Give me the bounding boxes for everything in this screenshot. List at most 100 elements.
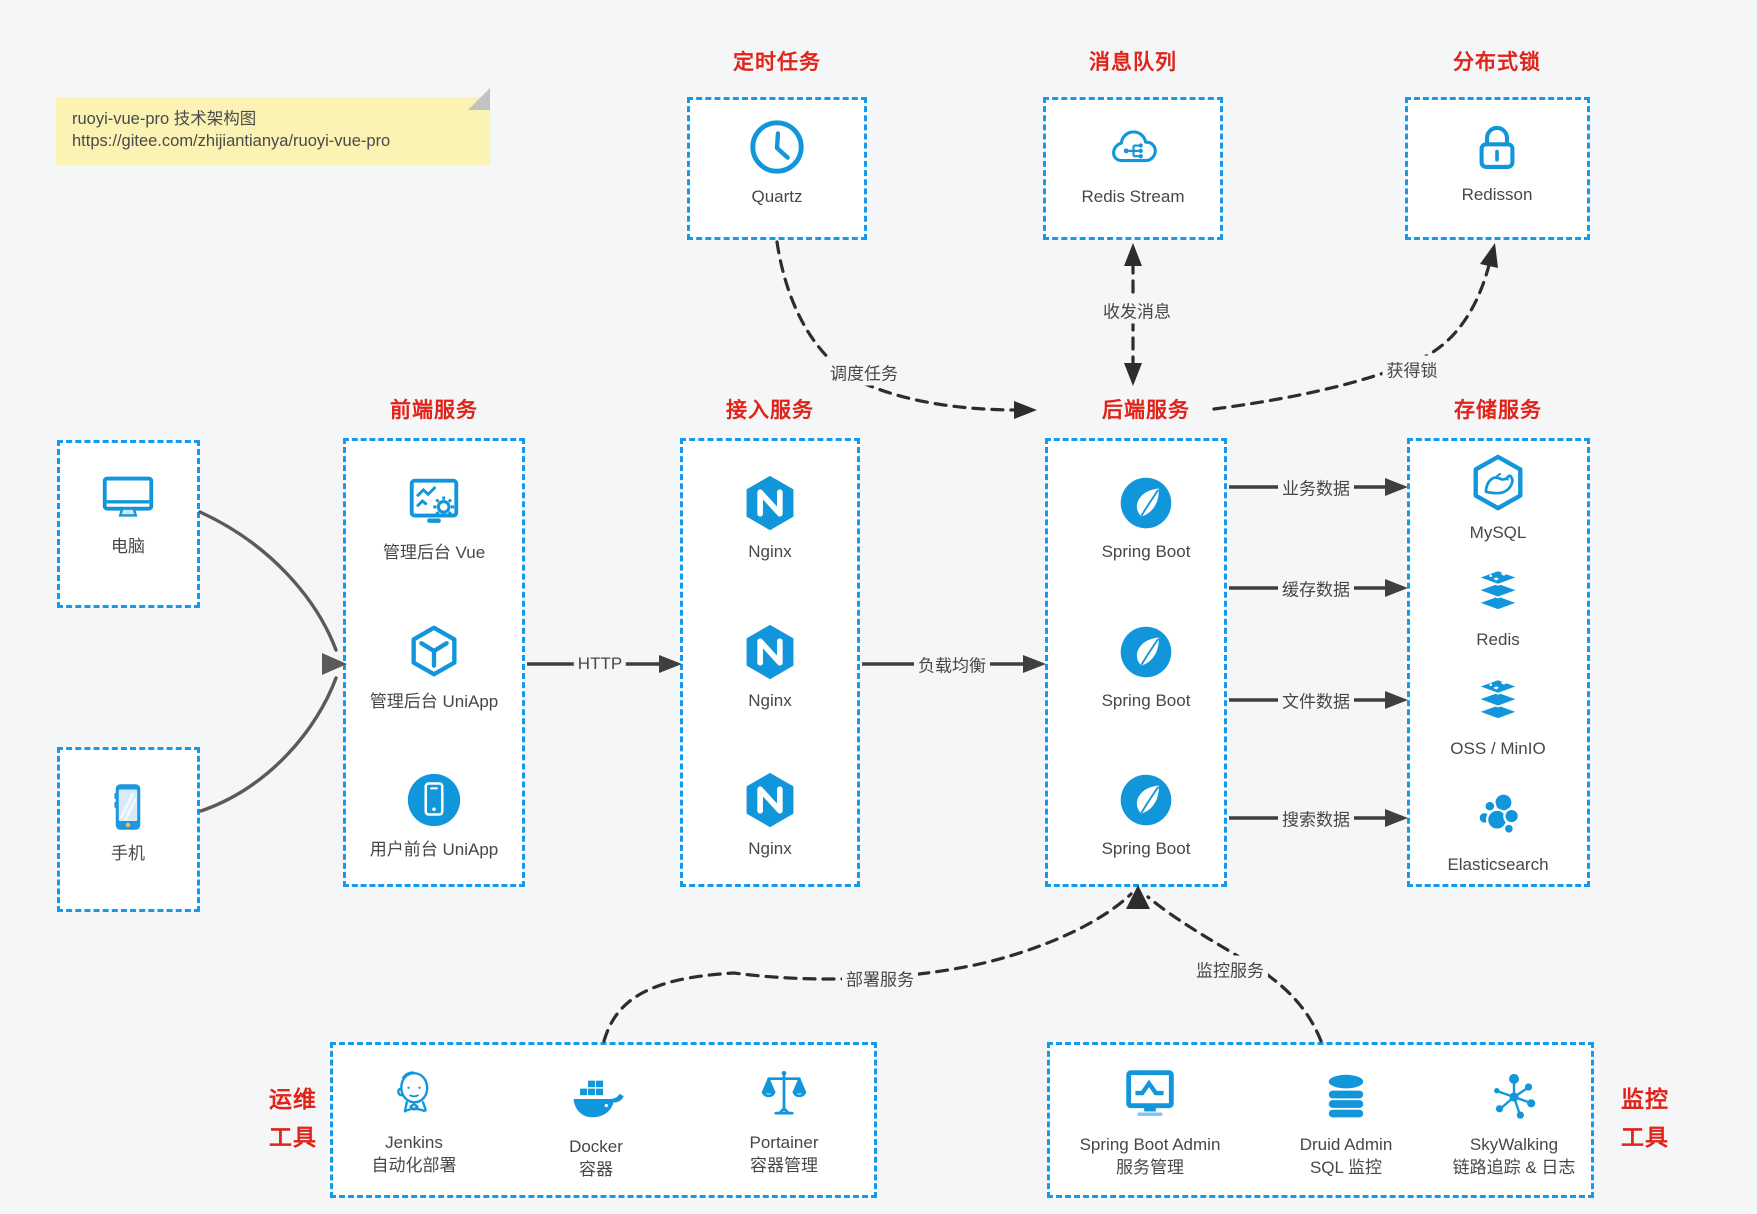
section-title-storage: 存储服务: [1454, 399, 1542, 422]
node-uniapp-admin: 管理后台 UniApp: [339, 621, 529, 713]
node-label: OSS / MinIO: [1450, 739, 1546, 758]
node-mysql: MySQL: [1403, 452, 1593, 544]
node-label: 电脑: [111, 537, 145, 556]
sticky-note: ruoyi-vue-pro 技术架构图 https://gitee.com/zh…: [56, 88, 490, 165]
edge-label-deploy: 部署服务: [842, 964, 918, 992]
spring-boot-icon: [1120, 774, 1172, 826]
node-label: Nginx: [748, 542, 792, 561]
node-portainer: Portainer 容器管理: [689, 1066, 879, 1177]
phone-to-frontend-curve: [199, 676, 338, 813]
spring-boot-icon: [1120, 626, 1172, 678]
node-label: SkyWalking 链路追踪 & 日志: [1452, 1135, 1576, 1177]
edge-label-http: HTTP: [573, 653, 627, 675]
spring-boot-admin-icon: [1126, 1070, 1174, 1116]
nginx-icon: [746, 772, 794, 828]
edge-label-file-data: 文件数据: [1278, 686, 1354, 714]
node-vue-admin: 管理后台 Vue: [339, 472, 529, 564]
node-oss: OSS / MinIO: [1403, 672, 1593, 760]
node-label: MySQL: [1469, 523, 1527, 542]
node-nginx-2: Nginx: [675, 622, 865, 712]
section-title-mq: 消息队列: [1089, 51, 1177, 74]
node-springboot-1: Spring Boot: [1051, 473, 1241, 563]
druid-icon: [1328, 1074, 1364, 1118]
mysql-icon: [1473, 454, 1523, 511]
edge-label-lb: 负载均衡: [914, 650, 990, 678]
skywalking-icon: [1494, 1073, 1536, 1119]
node-label: 管理后台 Vue: [382, 543, 486, 562]
redis-icon: [1475, 569, 1521, 612]
oss-icon: [1475, 678, 1521, 721]
node-druid: Druid Admin SQL 监控: [1251, 1068, 1441, 1179]
node-springboot-3: Spring Boot: [1051, 770, 1241, 860]
edge-label-search-data: 搜索数据: [1278, 804, 1354, 832]
edge-label-schedule: 调度任务: [826, 358, 902, 386]
elasticsearch-icon: [1477, 792, 1520, 835]
node-label: Portainer 容器管理: [749, 1133, 819, 1175]
spring-boot-icon: [1120, 477, 1172, 529]
node-skywalking: SkyWalking 链路追踪 & 日志: [1419, 1068, 1609, 1179]
section-title-monitor: 监控 工具: [1621, 1086, 1669, 1150]
node-phone: 手机: [33, 779, 223, 865]
lock-icon: [1479, 125, 1515, 169]
node-label: Jenkins 自动化部署: [371, 1133, 457, 1175]
get-lock-curve: [1212, 255, 1493, 411]
node-label: 手机: [111, 844, 145, 863]
node-pc: 电脑: [33, 466, 223, 558]
node-uniapp-user: 用户前台 UniApp: [339, 769, 529, 861]
node-label: Spring Boot: [1101, 839, 1191, 858]
node-label: Redisson: [1461, 185, 1533, 204]
node-springboot-2: Spring Boot: [1051, 622, 1241, 712]
monitoring-curve: [1146, 895, 1323, 1043]
section-title-ops: 运维 工具: [269, 1086, 317, 1150]
cube-icon: [411, 625, 457, 677]
node-label: Spring Boot: [1101, 691, 1191, 710]
desktop-icon: [102, 476, 154, 517]
pc-box: [57, 440, 200, 608]
section-title-scheduler: 定时任务: [733, 51, 821, 74]
node-redis-stream: Redis Stream: [1038, 116, 1228, 208]
cloud-stream-icon: [1112, 130, 1157, 163]
dashed-arrowheads: [1014, 243, 1498, 909]
node-label: Redis Stream: [1081, 187, 1185, 206]
note-url: https://gitee.com/zhijiantianya/ruoyi-vu…: [72, 132, 391, 150]
node-redisson: Redisson: [1402, 118, 1592, 206]
mq-box: [1043, 97, 1223, 240]
mobile-app-icon: [407, 773, 461, 827]
node-spring-boot-admin: Spring Boot Admin 服务管理: [1055, 1064, 1245, 1179]
node-elasticsearch: Elasticsearch: [1403, 788, 1593, 876]
nginx-icon: [746, 475, 794, 531]
client-curves: [198, 510, 338, 813]
section-title-lock: 分布式锁: [1453, 51, 1541, 74]
note-title: ruoyi-vue-pro 技术架构图: [72, 110, 257, 128]
node-label: Druid Admin SQL 监控: [1299, 1135, 1393, 1177]
node-label: Nginx: [748, 839, 792, 858]
node-label: 用户前台 UniApp: [369, 840, 499, 859]
node-label: Docker 容器: [569, 1137, 623, 1179]
note-fold-corner: [468, 88, 490, 110]
section-title-frontend: 前端服务: [390, 399, 478, 422]
clock-icon: [750, 120, 804, 174]
edge-label-biz-data: 业务数据: [1278, 473, 1354, 501]
node-label: Spring Boot Admin 服务管理: [1079, 1135, 1221, 1177]
smartphone-icon: [114, 784, 141, 830]
node-docker: Docker 容器: [501, 1068, 691, 1181]
docker-icon: [573, 1080, 624, 1118]
pc-to-frontend-curve: [198, 510, 338, 652]
edge-label-cache-data: 缓存数据: [1278, 574, 1354, 602]
portainer-icon: [761, 1070, 807, 1115]
ops-box: [330, 1042, 877, 1198]
admin-console-icon: [409, 478, 459, 523]
node-label: Elasticsearch: [1447, 855, 1549, 874]
solid-arrowheads: [659, 478, 1408, 827]
monitor-box: [1047, 1042, 1594, 1198]
node-label: 管理后台 UniApp: [369, 692, 499, 711]
frontend-arrowhead: [322, 653, 347, 675]
node-nginx-1: Nginx: [675, 473, 865, 563]
node-label: Quartz: [751, 187, 803, 206]
node-redis: Redis: [1403, 563, 1593, 651]
edge-label-messages: 收发消息: [1099, 296, 1175, 324]
node-label: Nginx: [748, 691, 792, 710]
section-title-backend: 后端服务: [1102, 399, 1190, 422]
edge-label-get-lock: 获得锁: [1382, 355, 1442, 383]
